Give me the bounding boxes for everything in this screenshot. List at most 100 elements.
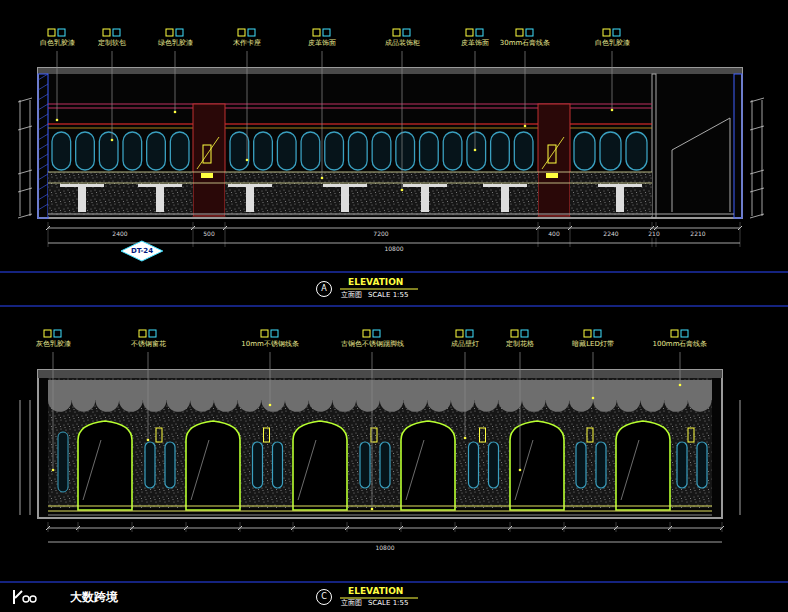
extension-line: [293, 522, 294, 532]
sheet-divider: [0, 582, 788, 583]
capsule-panel: [443, 132, 462, 170]
sheet-divider: [0, 272, 788, 273]
capsule-panel: [52, 132, 71, 170]
leader-line: [247, 51, 248, 160]
dimension-text: 2400: [112, 231, 127, 238]
curtain-scallop: [380, 400, 404, 412]
wall-hatch: [38, 204, 48, 210]
capsule-panel: [145, 442, 155, 488]
callout-tag: [44, 330, 51, 337]
curtain-scallop: [356, 400, 380, 412]
capsule-panel: [165, 442, 175, 488]
curtain-valance: [48, 380, 712, 400]
material-callout: 30mm石膏线条: [500, 40, 551, 48]
logo-stroke: [15, 591, 22, 598]
door-swing: [672, 118, 730, 212]
arch-shading: [621, 440, 639, 500]
material-callout: 皮革饰面: [461, 40, 489, 48]
leader-dot: [321, 177, 324, 180]
callout-tag: [261, 330, 268, 337]
capsule-panel: [58, 432, 68, 492]
ceiling-slab: [38, 68, 742, 74]
diamond-shape: [121, 241, 163, 261]
callout-tag: [521, 330, 528, 337]
wall-lamp: [688, 428, 694, 442]
leader-dot: [679, 384, 682, 387]
callout-tag: [113, 29, 120, 36]
lamp-mark: [542, 137, 564, 169]
wainscot-panel: [225, 172, 538, 216]
wall-section: [734, 74, 742, 218]
title-text: SCALE 1:55: [368, 600, 408, 608]
callout-tag: [511, 330, 518, 337]
material-callout: 木作卡座: [233, 40, 261, 48]
capsule-panel: [514, 132, 533, 170]
extension-line: [132, 522, 133, 532]
capsule-panel: [99, 132, 118, 170]
elevation-c: [20, 370, 740, 542]
capsule-panel: [273, 442, 283, 488]
extension-line: [401, 522, 402, 532]
table-top: [323, 184, 367, 187]
curtain-scallop: [641, 400, 665, 412]
table-top: [598, 184, 642, 187]
curtain-scallop: [617, 400, 641, 412]
leader-line: [525, 51, 526, 126]
arch-shading: [298, 440, 316, 500]
detail-diamond: DT-24: [120, 240, 164, 262]
wall-hatch: [38, 164, 48, 170]
callout-tag: [363, 330, 370, 337]
dimension-tick: [18, 170, 32, 174]
curtain-scallop: [688, 400, 712, 412]
table-leg: [156, 187, 164, 212]
leader-line: [57, 51, 58, 120]
dimension-text: 10800: [375, 545, 394, 552]
curtain-scallop: [451, 400, 475, 412]
curtain-scallop: [546, 400, 570, 412]
extension-line: [510, 522, 511, 532]
callout-tag: [103, 29, 110, 36]
wainscot-panel: [48, 172, 193, 216]
booth-back-line: [48, 183, 652, 184]
callout-tag: [456, 330, 463, 337]
pillar: [193, 104, 225, 216]
table-top: [60, 184, 104, 187]
capsule-panel: [253, 442, 263, 488]
wall-hatch: [38, 114, 48, 120]
extension-line: [347, 522, 348, 532]
wall-hatch: [38, 194, 48, 200]
dimension-line: [48, 243, 740, 244]
dimension-line: [30, 400, 31, 515]
leader-line: [520, 352, 521, 470]
curtain-scallop: [95, 400, 119, 412]
curtain-scallop: [427, 400, 451, 412]
curtain-scallop: [332, 400, 356, 412]
table-top: [403, 184, 447, 187]
table-leg: [501, 187, 509, 212]
wall-hatch: [38, 154, 48, 160]
dimension-text: 210: [648, 231, 659, 238]
curtain-scallop: [309, 400, 333, 412]
extension-line: [670, 522, 671, 532]
dimension-line: [48, 228, 740, 229]
capsule-panel: [420, 132, 439, 170]
dimension-tick: [750, 98, 764, 102]
dimension-line: [48, 542, 722, 543]
capsule-panel: [467, 132, 486, 170]
capsule-panel: [301, 132, 320, 170]
callout-tag: [476, 29, 483, 36]
dimension-tick: [18, 98, 32, 102]
capsule-panel: [325, 132, 344, 170]
section-circle: C: [316, 589, 332, 605]
extension-line: [722, 522, 723, 532]
leader-dot: [269, 404, 272, 407]
leader-line: [465, 352, 466, 438]
leader-dot: [246, 159, 249, 162]
extension-line: [455, 522, 456, 532]
elevation-a: [18, 68, 764, 247]
arch-shading: [191, 440, 209, 500]
leader-line: [593, 352, 594, 398]
extension-line: [186, 522, 187, 532]
callout-tag: [466, 29, 473, 36]
dimension-tick: [750, 126, 764, 130]
